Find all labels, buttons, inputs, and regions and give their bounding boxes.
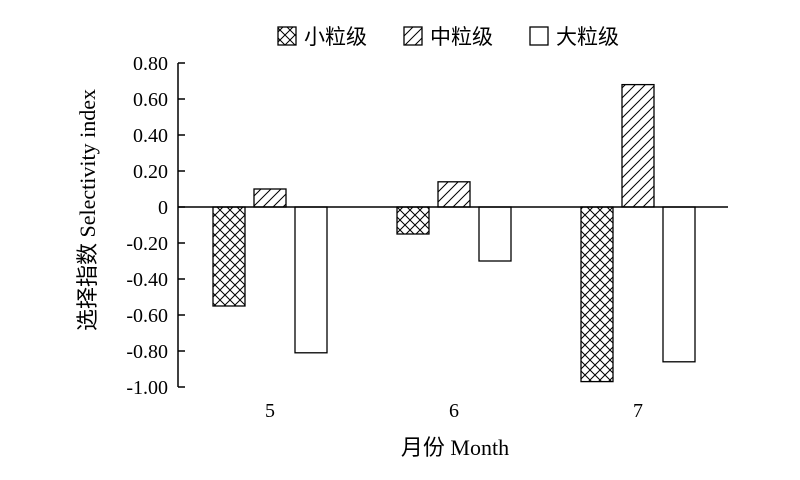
legend-label: 中粒级 bbox=[430, 25, 493, 49]
bar-1-month-5 bbox=[212, 206, 246, 307]
bar-3-month-7 bbox=[662, 206, 696, 363]
y-tick-label: 0.20 bbox=[133, 161, 168, 183]
legend: 小粒级 中粒级 大粒级 bbox=[277, 25, 619, 49]
y-tick-label: -0.20 bbox=[126, 233, 168, 255]
bar-1-month-6 bbox=[396, 206, 430, 235]
x-tick-label: 7 bbox=[633, 400, 643, 422]
bar-1-month-7 bbox=[580, 206, 614, 383]
y-tick-label: 0 bbox=[158, 197, 168, 219]
bar-2-month-5 bbox=[253, 188, 287, 208]
x-axis-title: 月份 Month bbox=[401, 435, 509, 460]
bar-2-month-6 bbox=[437, 181, 471, 208]
bar-2-month-7 bbox=[621, 83, 655, 208]
legend-label: 大粒级 bbox=[556, 25, 619, 49]
y-tick-label: -0.60 bbox=[126, 305, 168, 327]
bar-3-month-6 bbox=[478, 206, 512, 262]
x-axis: 5 6 7 bbox=[178, 206, 728, 422]
y-tick-label: 0.60 bbox=[133, 89, 168, 111]
legend-swatch bbox=[403, 26, 423, 46]
y-tick-label: -0.40 bbox=[126, 269, 168, 291]
y-tick-label: -1.00 bbox=[126, 377, 168, 399]
y-axis: 0.80 0.60 0.40 0.20 0 -0.20 -0.40 -0.60 -0.80 -1.… bbox=[126, 53, 185, 399]
bar-3-month-5 bbox=[294, 206, 328, 354]
y-tick-label: 0.40 bbox=[133, 125, 168, 147]
y-tick-label: 0.80 bbox=[133, 53, 168, 75]
y-axis-title: 选择指数 Selectivity index bbox=[75, 89, 100, 331]
bars bbox=[212, 83, 696, 383]
legend-label: 小粒级 bbox=[304, 25, 367, 49]
legend-swatch bbox=[529, 26, 549, 46]
y-tick-label: -0.80 bbox=[126, 341, 168, 363]
legend-swatch bbox=[277, 26, 297, 46]
x-tick-label: 6 bbox=[449, 400, 459, 422]
x-tick-label: 5 bbox=[265, 400, 275, 422]
